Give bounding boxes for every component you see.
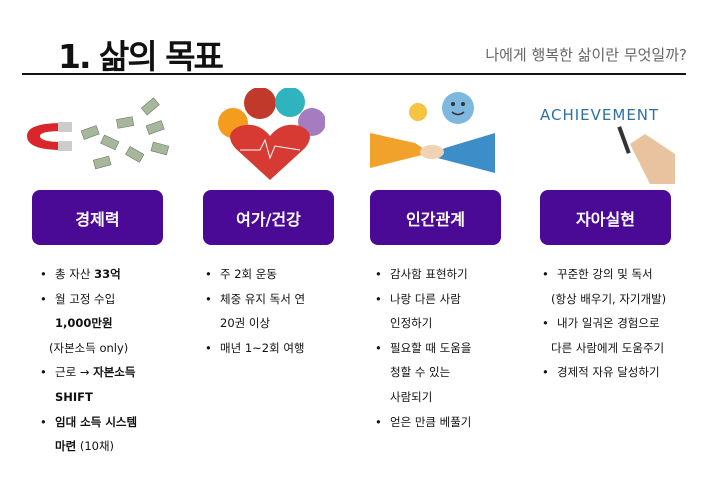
list-item: 청할 수 있는 xyxy=(390,360,471,385)
bullet-icon: • xyxy=(40,267,47,281)
list-item-text: 자본소득 xyxy=(93,365,136,380)
list-item-text: 마련 xyxy=(55,439,77,454)
bullet-icon: • xyxy=(375,291,382,306)
bullet-icon: • xyxy=(375,267,382,281)
list-item: • 얻은 만큼 베풀기 xyxy=(375,410,472,435)
list-item-text: 주 2회 운동 xyxy=(220,267,277,281)
list-item-text: 필요할 때 도움을 xyxy=(390,340,472,355)
handshake-icon xyxy=(370,92,495,173)
list-item: • 임대 소득 시스템 xyxy=(40,410,138,435)
bullet-icon: • xyxy=(40,414,47,429)
list-item: (자본소득 only) xyxy=(49,336,137,361)
magnet-money-icon xyxy=(27,97,170,170)
list-item: 사람되기 xyxy=(390,385,471,410)
list-item-text: 인정하기 xyxy=(390,316,433,331)
list-item: 다른 사람에게 도움주기 xyxy=(551,336,666,361)
list-item-text: 20권 이상 xyxy=(220,316,271,331)
category-button-self-realization[interactable]: 자아실현 xyxy=(540,190,671,245)
list-item: • 체중 유지 독서 연 xyxy=(205,287,306,312)
bullet-icon: • xyxy=(542,365,549,380)
list-item-text: (10채) xyxy=(76,439,115,454)
list-item: • 경제적 자유 달성하기 xyxy=(542,360,666,385)
list-item: • 필요할 때 도움을 xyxy=(375,336,472,361)
list-item-text: 월 고정 수입 xyxy=(55,291,116,306)
list-item-text: 근로 → xyxy=(55,365,94,380)
bullet-icon: • xyxy=(375,340,382,355)
category-button-relationships[interactable]: 인간관계 xyxy=(370,190,501,245)
list-item: SHIFT xyxy=(55,385,137,410)
list-item-text: 임대 소득 시스템 xyxy=(55,414,138,429)
list-item-text: 꾸준한 강의 및 독서 xyxy=(557,267,653,281)
list-item: 인정하기 xyxy=(390,311,471,336)
list-item: • 나랑 다른 사람 xyxy=(375,287,471,312)
achievement-icon: ACHIEVEMENT xyxy=(540,88,675,184)
list-item-text: 1,000만원 xyxy=(55,316,113,331)
list-item-text: 청할 수 있는 xyxy=(390,365,451,380)
list-item-text: 체중 유지 독서 연 xyxy=(220,291,306,306)
list-item: (항상 배우기, 자기개발) xyxy=(551,287,666,312)
list-item-text: 감사함 표현하기 xyxy=(390,267,468,281)
category-button-leisure-health[interactable]: 여가/건강 xyxy=(203,190,334,245)
list-item: 마련 (10채) xyxy=(55,434,137,459)
list-item-text: (자본소득 only) xyxy=(49,340,129,355)
bullet-icon: • xyxy=(205,340,212,355)
goal-list-leisure-health: • 주 2회 운동 • 체중 유지 독서 연 20권 이상 • 매년 1~2회 여행 xyxy=(205,262,306,361)
list-item: • 매년 1~2회 여행 xyxy=(205,336,305,361)
list-item-text: (항상 배우기, 자기개발) xyxy=(551,291,667,306)
list-item-text: 경제적 자유 달성하기 xyxy=(557,365,660,380)
list-item-text: 얻은 만큼 베풀기 xyxy=(390,414,472,429)
title-divider xyxy=(22,73,686,75)
list-item: 1,000만원 xyxy=(55,311,137,336)
bullet-icon: • xyxy=(542,316,549,331)
list-item: • 총 자산 33억 xyxy=(40,262,137,287)
page-subtitle: 나에게 행복한 삶이란 무엇일까? xyxy=(485,46,687,64)
list-item: • 월 고정 수입 xyxy=(40,287,137,312)
list-item: • 감사함 표현하기 xyxy=(375,262,471,287)
list-item: 20권 이상 xyxy=(220,311,305,336)
list-item-text: 나랑 다른 사람 xyxy=(390,291,461,306)
list-item: • 근로 → 자본소득 xyxy=(40,360,137,385)
achievement-text: ACHIEVEMENT xyxy=(540,106,660,124)
bullet-icon: • xyxy=(40,365,47,380)
list-item: • 꾸준한 강의 및 독서 xyxy=(542,262,666,287)
list-item-text: SHIFT xyxy=(55,389,93,404)
category-button-economy[interactable]: 경제력 xyxy=(32,190,163,245)
list-item: • 내가 일궈온 경험으로 xyxy=(542,311,666,336)
list-item-text: 내가 일궈온 경험으로 xyxy=(557,316,660,331)
list-item-text: 사람되기 xyxy=(390,389,433,404)
heart-health-icon xyxy=(218,88,325,180)
list-item: • 주 2회 운동 xyxy=(205,262,305,287)
bullet-icon: • xyxy=(375,414,382,429)
bullet-icon: • xyxy=(542,267,549,281)
list-item-text: 매년 1~2회 여행 xyxy=(220,340,305,355)
bullet-icon: • xyxy=(205,267,212,281)
list-item-text: 33억 xyxy=(94,267,121,281)
bullet-icon: • xyxy=(40,291,47,306)
page-title: 1. 삶의 목표 xyxy=(58,37,224,76)
list-item-text: 다른 사람에게 도움주기 xyxy=(551,340,665,355)
list-item-text: 총 자산 xyxy=(55,267,95,281)
bullet-icon: • xyxy=(205,291,212,306)
